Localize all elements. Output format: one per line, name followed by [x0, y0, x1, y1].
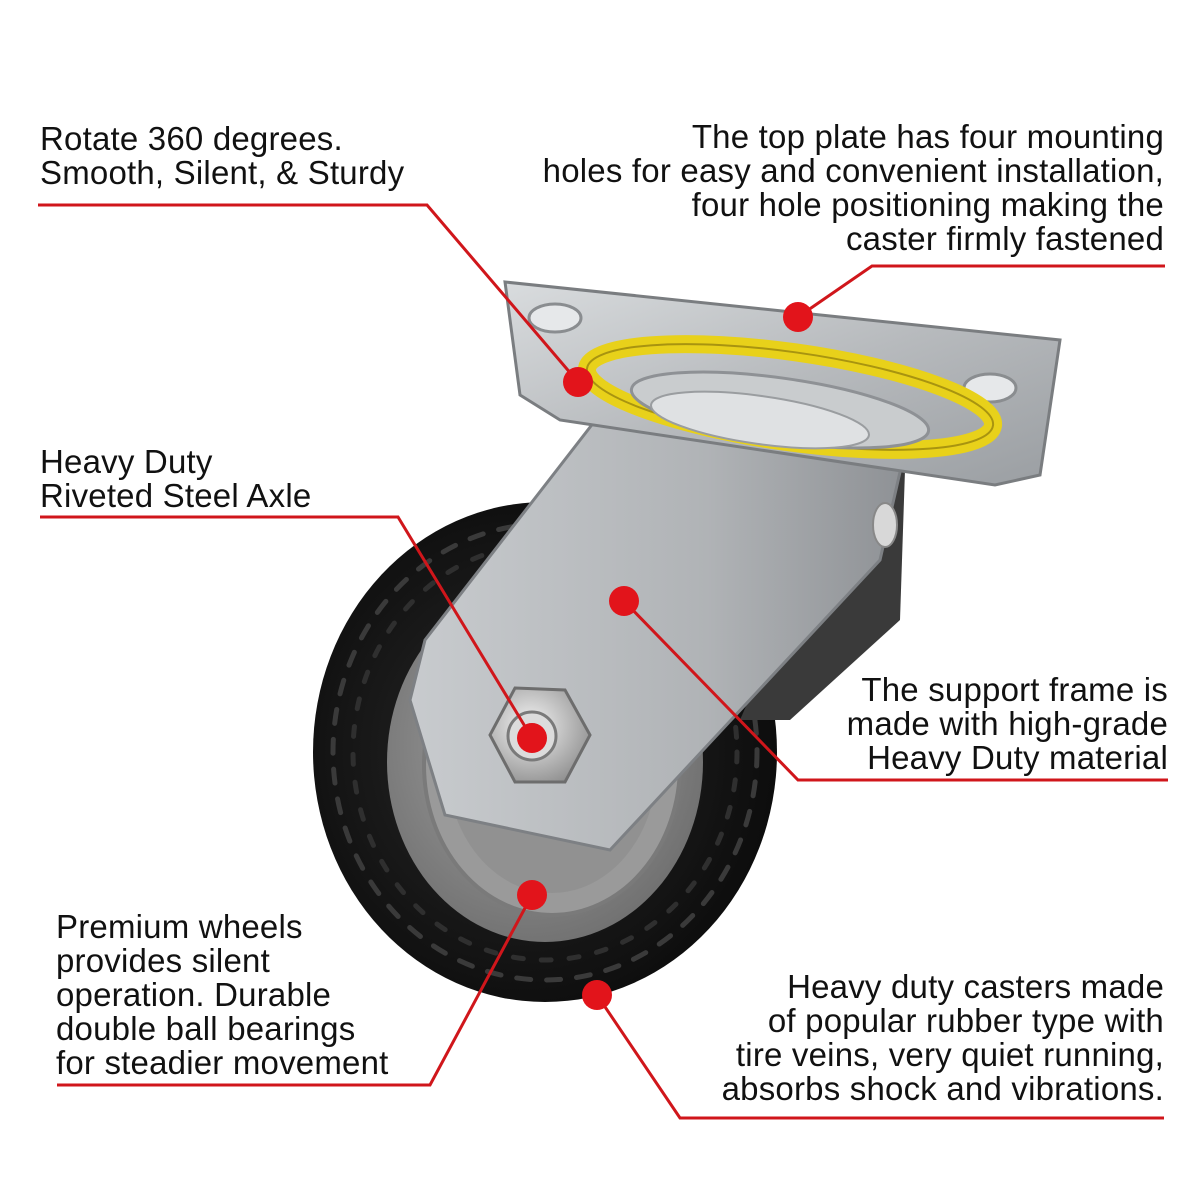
leader-casters	[595, 994, 1164, 1120]
callout-rotate: Rotate 360 degrees. Smooth, Silent, & St…	[40, 122, 404, 190]
callout-top-plate-line: caster firmly fastened	[845, 220, 1164, 257]
dot-casters	[582, 980, 612, 1010]
callout-wheels: Premium wheels provides silent operation…	[56, 910, 389, 1080]
leader-lines	[38, 203, 1168, 1120]
callout-wheels-line: operation. Durable	[56, 976, 332, 1013]
dot-axle	[517, 723, 547, 753]
callout-casters-line: tire veins, very quiet running,	[735, 1036, 1164, 1073]
callout-top-plate: The top plate has four mounting holes fo…	[543, 120, 1164, 256]
callout-casters-line: Heavy duty casters made	[787, 968, 1164, 1005]
callout-axle-line: Heavy Duty	[40, 443, 213, 480]
dot-wheels	[517, 880, 547, 910]
callout-rotate-line: Smooth, Silent, & Sturdy	[40, 154, 405, 191]
callout-frame-line: made with high-grade	[846, 705, 1168, 742]
callout-wheels-line: double ball bearings	[56, 1010, 356, 1047]
callout-wheels-line: for steadier movement	[56, 1044, 389, 1081]
callout-top-plate-line: The top plate has four mounting	[691, 118, 1164, 155]
tire-tread	[330, 521, 760, 983]
dot-rotate	[563, 367, 593, 397]
callout-casters-line: of popular rubber type with	[767, 1002, 1164, 1039]
callout-top-plate-line: four hole positioning making the	[691, 186, 1164, 223]
marker-dots	[517, 302, 813, 1010]
callout-wheels-line: Premium wheels	[56, 908, 303, 945]
callout-casters: Heavy duty casters made of popular rubbe…	[722, 970, 1164, 1106]
leader-wheels	[57, 894, 534, 1087]
leader-top-plate	[797, 264, 1165, 319]
support-frame	[408, 393, 907, 852]
dot-top-plate	[783, 302, 813, 332]
callout-casters-line: absorbs shock and vibrations.	[721, 1070, 1164, 1107]
callout-axle: Heavy Duty Riveted Steel Axle	[40, 445, 311, 513]
mounting-hole	[527, 302, 583, 334]
dot-frame	[609, 586, 639, 616]
callout-frame-line: The support frame is	[861, 671, 1168, 708]
callout-axle-line: Riveted Steel Axle	[40, 477, 312, 514]
callout-frame-line: Heavy Duty material	[867, 739, 1168, 776]
callout-top-plate-line: holes for easy and convenient installati…	[542, 152, 1164, 189]
leader-rotate	[38, 203, 580, 383]
top-plate-assembly	[503, 280, 1062, 487]
leader-frame	[622, 599, 1168, 782]
callout-wheels-line: provides silent	[56, 942, 270, 979]
callout-frame: The support frame is made with high-grad…	[847, 673, 1168, 775]
callout-rotate-line: Rotate 360 degrees.	[40, 120, 343, 157]
leader-axle	[40, 515, 534, 739]
